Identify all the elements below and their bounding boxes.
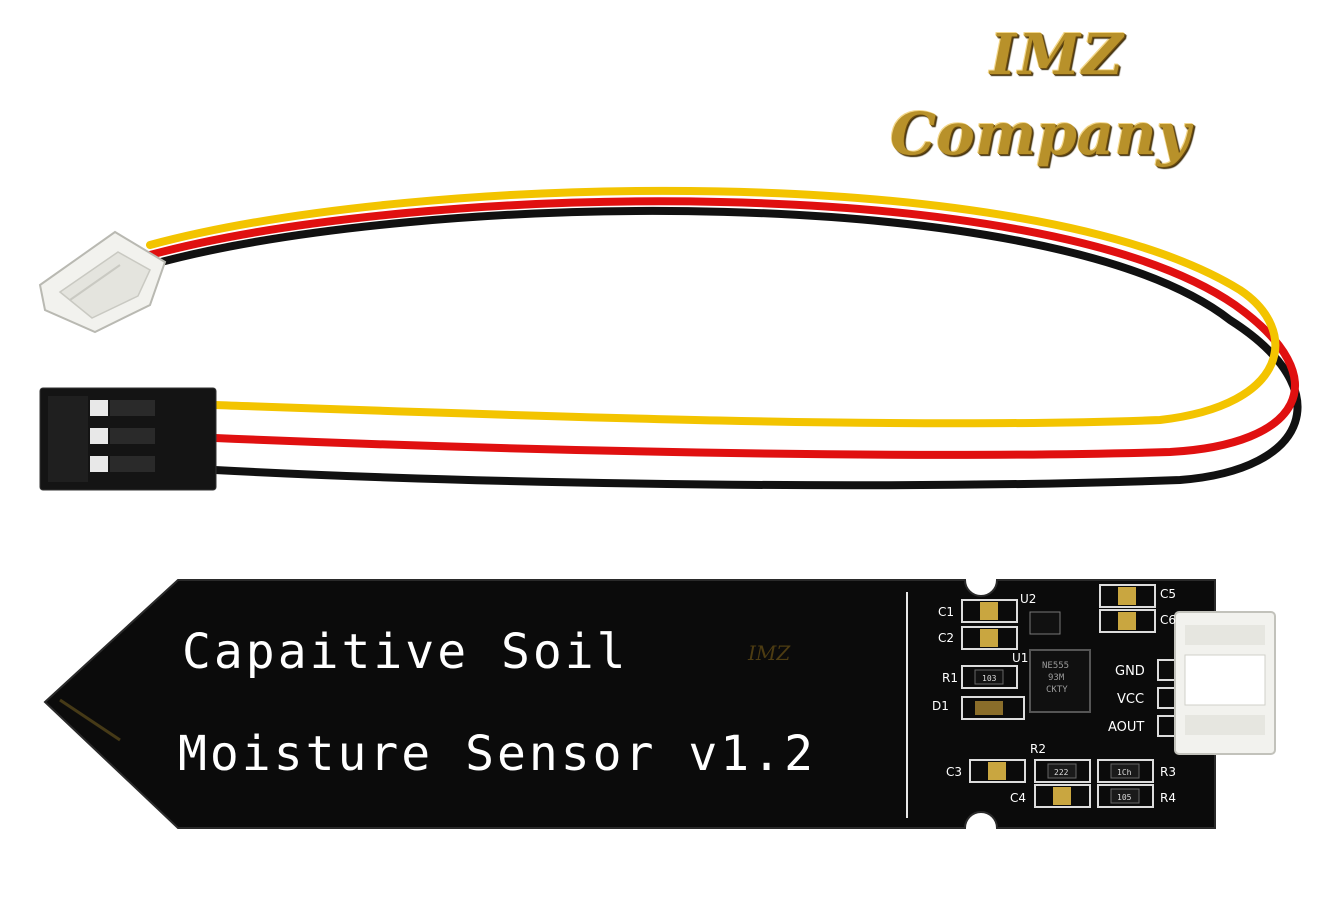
pin-vcc-label: VCC <box>1117 692 1144 707</box>
jumper-cable <box>146 186 1302 490</box>
label-u2: U2 <box>1020 592 1036 606</box>
pin-aout-label: AOUT <box>1108 720 1144 735</box>
label-c1: C1 <box>938 605 954 619</box>
red-wire <box>146 197 1299 459</box>
black-wire <box>146 206 1302 490</box>
label-c2: C2 <box>938 631 954 645</box>
smd-components <box>961 584 1179 808</box>
pin-gnd-label: GND <box>1115 664 1145 679</box>
chip-marking-1: NE555 <box>1042 661 1069 671</box>
label-d1: D1 <box>932 699 949 713</box>
label-r4: R4 <box>1160 791 1176 805</box>
chip-marking: NE555 93M CKTY <box>1042 661 1069 695</box>
label-r2: R2 <box>1030 742 1046 756</box>
board-watermark: IMZ <box>747 641 791 665</box>
pin-labels: GND VCC AOUT <box>1108 664 1145 735</box>
company-logo-line1: IMZ <box>990 22 1126 88</box>
yellow-wire <box>146 186 1280 428</box>
chip-marking-2: 93M <box>1048 673 1065 683</box>
resistor-code-1: 103 <box>982 674 997 683</box>
label-c6: C6 <box>1160 613 1176 627</box>
label-r1: R1 <box>942 671 958 685</box>
resistor-code-2: 222 <box>1054 768 1069 777</box>
label-c4: C4 <box>1010 791 1026 805</box>
company-logo-line2: Company <box>890 100 1191 168</box>
board-title-line1: Capaitive Soil <box>182 624 629 680</box>
chip-marking-3: CKTY <box>1046 685 1068 695</box>
resistor-code-4: 105 <box>1117 793 1132 802</box>
label-c5: C5 <box>1160 587 1176 601</box>
board-connector <box>1174 611 1276 755</box>
dupont-connector <box>39 387 217 491</box>
jst-connector <box>38 230 167 334</box>
label-c3: C3 <box>946 765 962 779</box>
sensor-board: Capaitive Soil Moisture Sensor v1.2 IMZ … <box>43 579 1276 829</box>
label-u1: U1 <box>1012 651 1028 665</box>
resistor-codes: 103 222 1Ch 105 <box>982 674 1132 802</box>
board-title-line2: Moisture Sensor v1.2 <box>178 726 816 782</box>
label-r3: R3 <box>1160 765 1176 779</box>
component-labels: C1 C2 R1 D1 U2 U1 C3 R2 C4 C5 C6 R3 R4 <box>932 587 1176 805</box>
resistor-code-3: 1Ch <box>1117 768 1132 777</box>
